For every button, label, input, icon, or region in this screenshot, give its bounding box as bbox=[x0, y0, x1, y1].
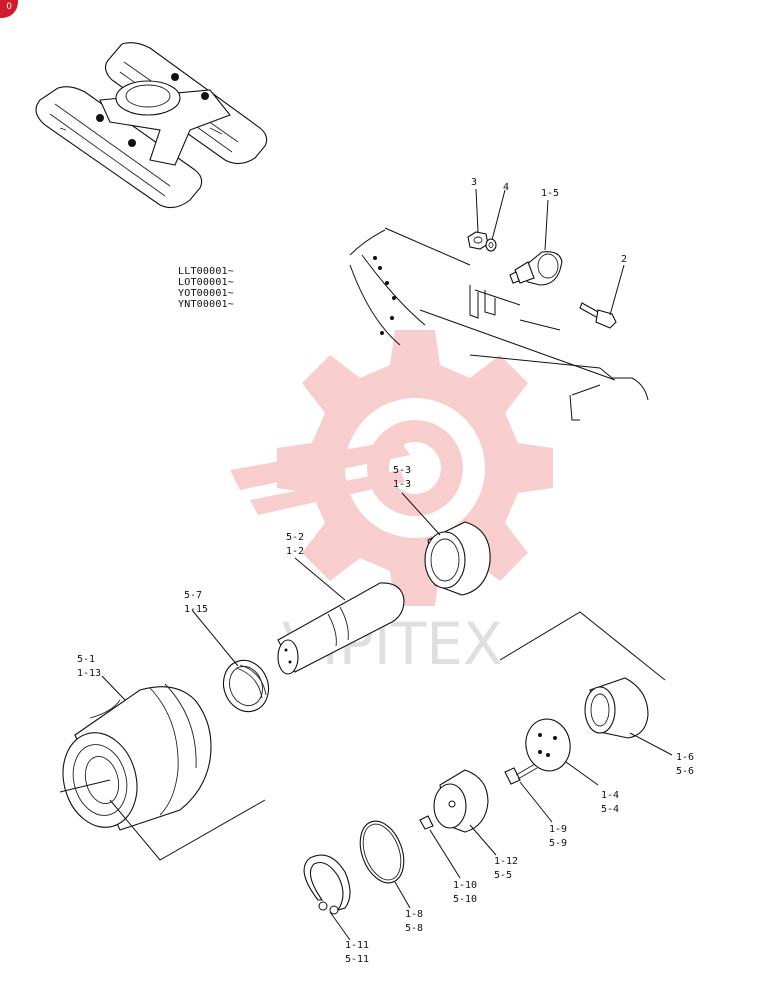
label-1-6-a: 1-6 bbox=[676, 752, 694, 763]
undercarriage-thumbnail bbox=[35, 42, 268, 209]
part-1-5-shaft bbox=[509, 251, 563, 286]
label-5-2-b: 1-2 bbox=[286, 546, 304, 557]
label-1-10-b: 5-10 bbox=[453, 894, 477, 905]
part-3-nut bbox=[467, 231, 489, 250]
part-1-8-oring bbox=[359, 820, 405, 884]
label-5-3-b: 1-3 bbox=[393, 479, 411, 490]
serial-number: YOT00001~ bbox=[178, 288, 234, 299]
watermark-gear-icon bbox=[230, 330, 553, 606]
label-1-4-a: 1-4 bbox=[601, 790, 619, 801]
frame-section bbox=[349, 227, 649, 421]
part-2-bolt bbox=[579, 302, 617, 329]
label-1-8-b: 5-8 bbox=[405, 923, 423, 934]
label-1-9-b: 5-9 bbox=[549, 838, 567, 849]
serial-number: LOT00001~ bbox=[178, 277, 234, 288]
part-1-10-plug bbox=[419, 815, 434, 830]
label-1-12-a: 1-12 bbox=[494, 856, 518, 867]
label-1-12-b: 5-5 bbox=[494, 870, 512, 881]
label-2: 2 bbox=[621, 254, 627, 265]
part-4-washer bbox=[485, 238, 497, 252]
label-1-11-b: 5-11 bbox=[345, 954, 369, 965]
label-5-7-a: 5-7 bbox=[184, 590, 202, 601]
part-5-2-shaft bbox=[277, 582, 405, 675]
leader-lines bbox=[101, 188, 673, 941]
label-1-6-b: 5-6 bbox=[676, 766, 694, 777]
serial-number: YNT00001~ bbox=[178, 299, 234, 310]
label-1-11-a: 1-11 bbox=[345, 940, 369, 951]
label-1-4-b: 5-4 bbox=[601, 804, 619, 815]
serial-number: LLT00001~ bbox=[178, 266, 234, 277]
label-5-1-b: 1-13 bbox=[77, 668, 101, 679]
label-1-8-a: 1-8 bbox=[405, 909, 423, 920]
label-1-10-a: 1-10 bbox=[453, 880, 477, 891]
label-5-7-b: 1-15 bbox=[184, 604, 208, 615]
part-1-4-cover bbox=[525, 718, 571, 772]
label-3: 3 bbox=[471, 177, 477, 188]
part-1-12-collar bbox=[433, 769, 489, 833]
part-5-3-collar bbox=[424, 521, 491, 596]
part-5-1-roller bbox=[59, 683, 266, 861]
part-1-6-bushing bbox=[499, 611, 666, 739]
part-1-9-bolt bbox=[504, 763, 538, 785]
label-4: 4 bbox=[503, 182, 509, 193]
label-1-9-a: 1-9 bbox=[549, 824, 567, 835]
label-1-5: 1-5 bbox=[541, 188, 559, 199]
part-1-11-snap-ring bbox=[303, 854, 351, 915]
label-5-2-a: 5-2 bbox=[286, 532, 304, 543]
label-5-1-a: 5-1 bbox=[77, 654, 95, 665]
serial-number-list: LLT00001~ LOT00001~ YOT00001~ YNT00001~ bbox=[178, 266, 234, 310]
part-5-7-seal bbox=[222, 659, 270, 713]
part-labels: 3 4 1-5 2 5-3 1-3 5-2 1-2 5-7 1-15 5-1 1… bbox=[77, 177, 694, 965]
label-5-3-a: 5-3 bbox=[393, 465, 411, 476]
